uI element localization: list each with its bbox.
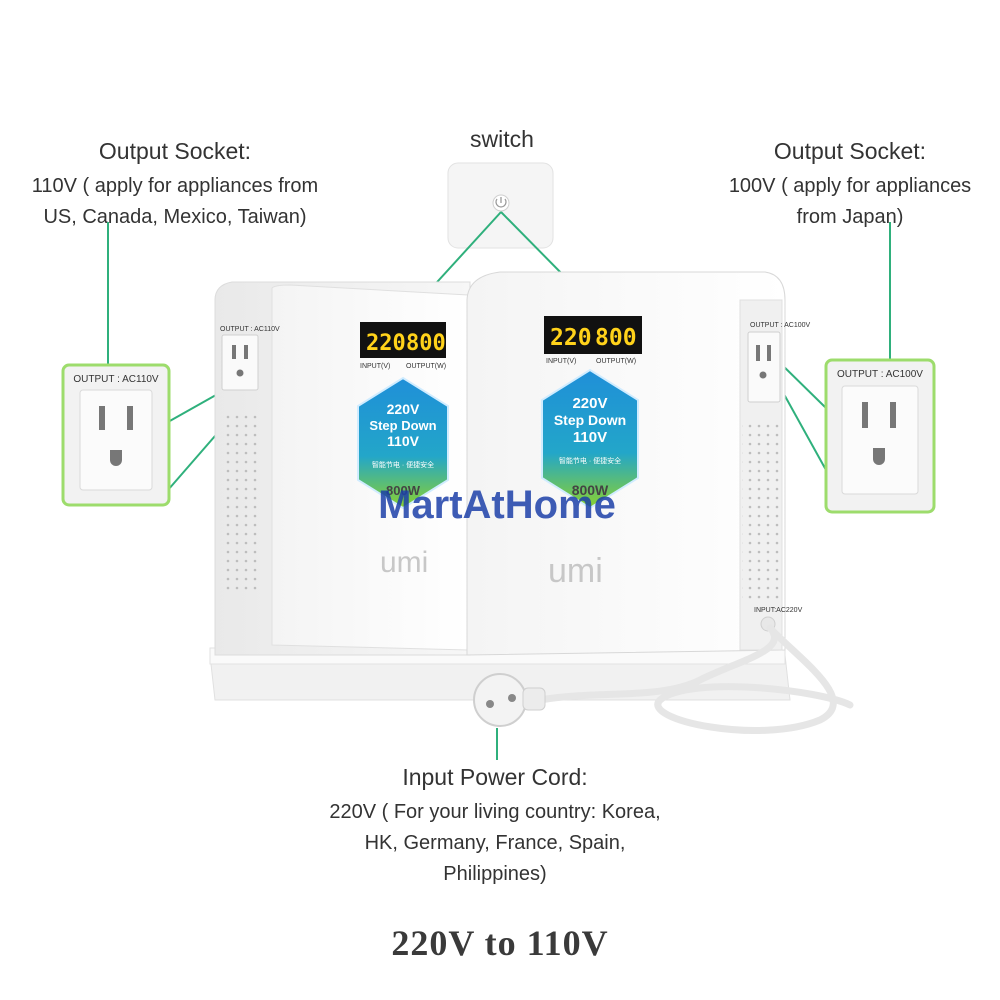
svg-text:OUTPUT(W): OUTPUT(W) xyxy=(596,358,636,365)
left-inset-label: OUTPUT : AC110V xyxy=(73,374,159,385)
svg-text:220: 220 xyxy=(550,325,592,351)
bottom-callout-line1: 220V ( For your living country: Korea, xyxy=(329,801,661,823)
svg-text:110V: 110V xyxy=(387,433,420,449)
left-converter: OUTPUT : AC110V 220 800 INPUT(V) OUTPUT(… xyxy=(214,281,471,656)
power-cord xyxy=(536,624,854,734)
svg-text:Step Down: Step Down xyxy=(554,412,626,428)
svg-text:110V: 110V xyxy=(573,429,607,446)
svg-text:800: 800 xyxy=(406,331,446,356)
svg-text:800W: 800W xyxy=(572,482,609,498)
power-plug xyxy=(473,673,546,727)
right-brand-logo: umi xyxy=(548,552,603,590)
left-outlet-inset: OUTPUT : AC110V xyxy=(61,363,171,507)
bottom-callout: Input Power Cord: 220V ( For your living… xyxy=(300,764,690,890)
right-vents xyxy=(742,420,782,600)
bottom-callout-line3: Philippines) xyxy=(443,863,547,885)
callout-lines xyxy=(107,211,891,760)
right-device-side-label: OUTPUT : AC100V xyxy=(750,322,811,329)
right-callout-title: Output Socket: xyxy=(773,138,927,164)
switch-label: switch xyxy=(470,126,534,152)
switch-inset xyxy=(447,162,554,249)
left-lcd xyxy=(360,322,446,358)
svg-text:Step Down: Step Down xyxy=(369,418,436,433)
right-callout: Output Socket: 100V ( apply for applianc… xyxy=(695,138,1000,233)
svg-text:800: 800 xyxy=(595,325,637,351)
svg-text:220: 220 xyxy=(366,331,406,356)
left-callout-title: Output Socket: xyxy=(98,138,252,164)
svg-text:OUTPUT(W): OUTPUT(W) xyxy=(406,363,446,370)
left-callout-line2: US, Canada, Mexico, Taiwan) xyxy=(43,206,307,228)
left-brand-logo: umi xyxy=(380,546,428,579)
right-callout-line2: from Japan) xyxy=(796,206,904,228)
svg-text:800W: 800W xyxy=(386,483,421,498)
bottom-callout-title: Input Power Cord: xyxy=(402,764,588,790)
svg-text:智能节电 · 便捷安全: 智能节电 · 便捷安全 xyxy=(559,456,621,465)
left-callout-line1: 110V ( apply for appliances from xyxy=(31,175,319,197)
svg-text:INPUT(V): INPUT(V) xyxy=(360,363,390,370)
right-lcd xyxy=(544,316,642,354)
footer-caption: 220V to 110V xyxy=(391,923,609,963)
right-inset-label: OUTPUT : AC100V xyxy=(837,369,923,380)
svg-text:INPUT(V): INPUT(V) xyxy=(546,358,576,365)
svg-text:220V: 220V xyxy=(387,401,420,417)
right-converter: OUTPUT : AC100V INPUT:AC220V 220 800 INP… xyxy=(466,271,811,656)
right-callout-line1: 100V ( apply for appliances xyxy=(728,175,972,197)
power-icon xyxy=(495,197,507,208)
left-vents xyxy=(222,410,262,590)
svg-text:智能节电 · 便捷安全: 智能节电 · 便捷安全 xyxy=(372,460,434,469)
bottom-callout-line2: HK, Germany, France, Spain, xyxy=(364,832,626,854)
left-device-side-label: OUTPUT : AC110V xyxy=(220,326,280,333)
watermark: MartAtHome xyxy=(378,483,616,527)
left-callout: Output Socket: 110V ( apply for applianc… xyxy=(0,138,350,233)
right-outlet-inset: OUTPUT : AC100V xyxy=(824,358,936,514)
input-label: INPUT:AC220V xyxy=(754,607,803,614)
svg-text:220V: 220V xyxy=(572,395,607,412)
